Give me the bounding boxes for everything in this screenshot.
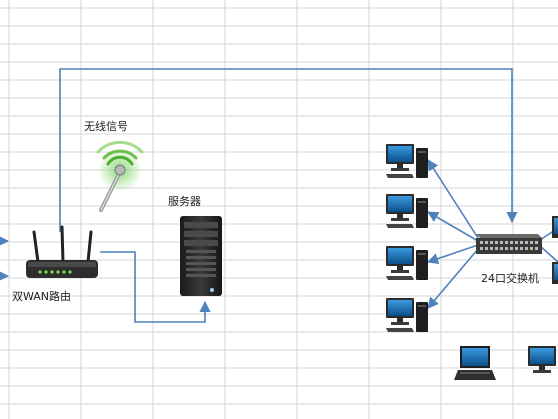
desktop-pc-icon (386, 194, 428, 228)
link-switch-to-pc-3 (426, 244, 479, 265)
link-switch-to-pc-4 (427, 248, 479, 309)
link-switch-to-pc-2 (427, 211, 479, 242)
router-icon (26, 225, 98, 278)
switch-label: 24口交换机 (481, 271, 539, 285)
desktop-pc-icon (386, 298, 428, 332)
desktop-pc-icon (528, 346, 556, 373)
desktop-pc-icon (386, 246, 428, 280)
desktop-pc-icon (552, 216, 558, 238)
link-switch-to-right-2 (539, 245, 558, 263)
link-router-to-server (100, 251, 211, 323)
link-switch-to-pc-1 (427, 159, 479, 239)
link-router-to-switch (59, 68, 518, 232)
router-label: 双WAN路由 (12, 289, 71, 303)
desktop-pc-icon (386, 144, 428, 178)
server-label: 服务器 (168, 195, 201, 208)
wireless-antenna-icon (96, 140, 144, 212)
wireless-label: 无线信号 (84, 119, 128, 133)
network-switch-icon (476, 234, 542, 254)
connection-lines (0, 68, 558, 323)
desktop-pc-icon (552, 262, 558, 284)
server-tower-icon (180, 216, 222, 296)
laptop-icon (454, 346, 496, 380)
